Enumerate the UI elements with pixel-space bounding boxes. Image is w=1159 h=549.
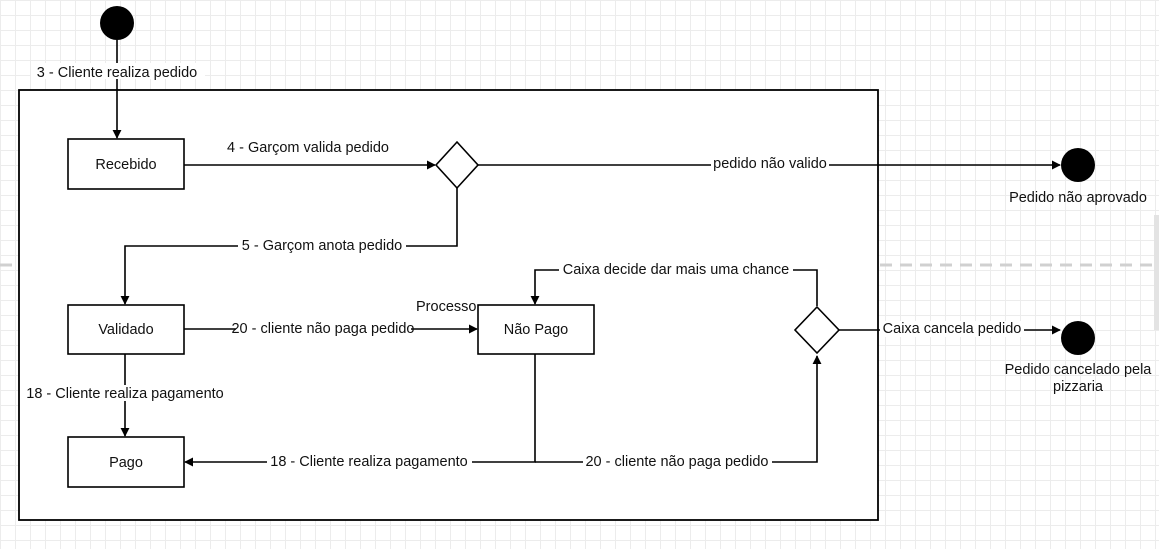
label-caixa-cancela: Caixa cancela pedido (883, 321, 1022, 337)
final-nao-aprovado-label: Pedido não aprovado (1009, 190, 1147, 206)
state-recebido[interactable]: Recebido (67, 138, 185, 190)
state-nao-pago-label: Não Pago (504, 322, 569, 338)
label-realiza-pagamento-validado: 18 - Cliente realiza pagamento (26, 386, 223, 402)
decision-node-validacao[interactable] (434, 140, 480, 190)
processo-label: Processo (416, 299, 476, 315)
label-garcom-valida: 4 - Garçom valida pedido (227, 140, 389, 156)
initial-node[interactable] (100, 6, 134, 40)
label-cliente-realiza-pedido: 3 - Cliente realiza pedido (37, 65, 197, 81)
final-node-cancelado[interactable] (1061, 321, 1095, 355)
label-garcom-anota: 5 - Garçom anota pedido (242, 238, 402, 254)
state-pago-label: Pago (109, 455, 143, 471)
label-nao-paga-validado: 20 - cliente não paga pedido (231, 321, 414, 337)
final-cancelado-label-line2: pizzaria (1053, 379, 1104, 395)
final-cancelado-label-line1: Pedido cancelado pela (1005, 362, 1153, 378)
state-recebido-label: Recebido (95, 157, 156, 173)
right-edge-mark (1154, 215, 1159, 330)
label-realiza-pagamento-naopago: 18 - Cliente realiza pagamento (270, 454, 467, 470)
label-pedido-nao-valido: pedido não valido (713, 156, 827, 172)
label-caixa-mais-chance: Caixa decide dar mais uma chance (563, 262, 789, 278)
state-nao-pago[interactable]: Não Pago (477, 304, 595, 355)
state-validado[interactable]: Validado (67, 304, 185, 355)
final-node-nao-aprovado[interactable] (1061, 148, 1095, 182)
state-validado-label: Validado (98, 322, 153, 338)
label-nao-paga-naopago: 20 - cliente não paga pedido (585, 454, 768, 470)
decision-node-caixa[interactable] (793, 305, 841, 355)
state-pago[interactable]: Pago (67, 436, 185, 488)
